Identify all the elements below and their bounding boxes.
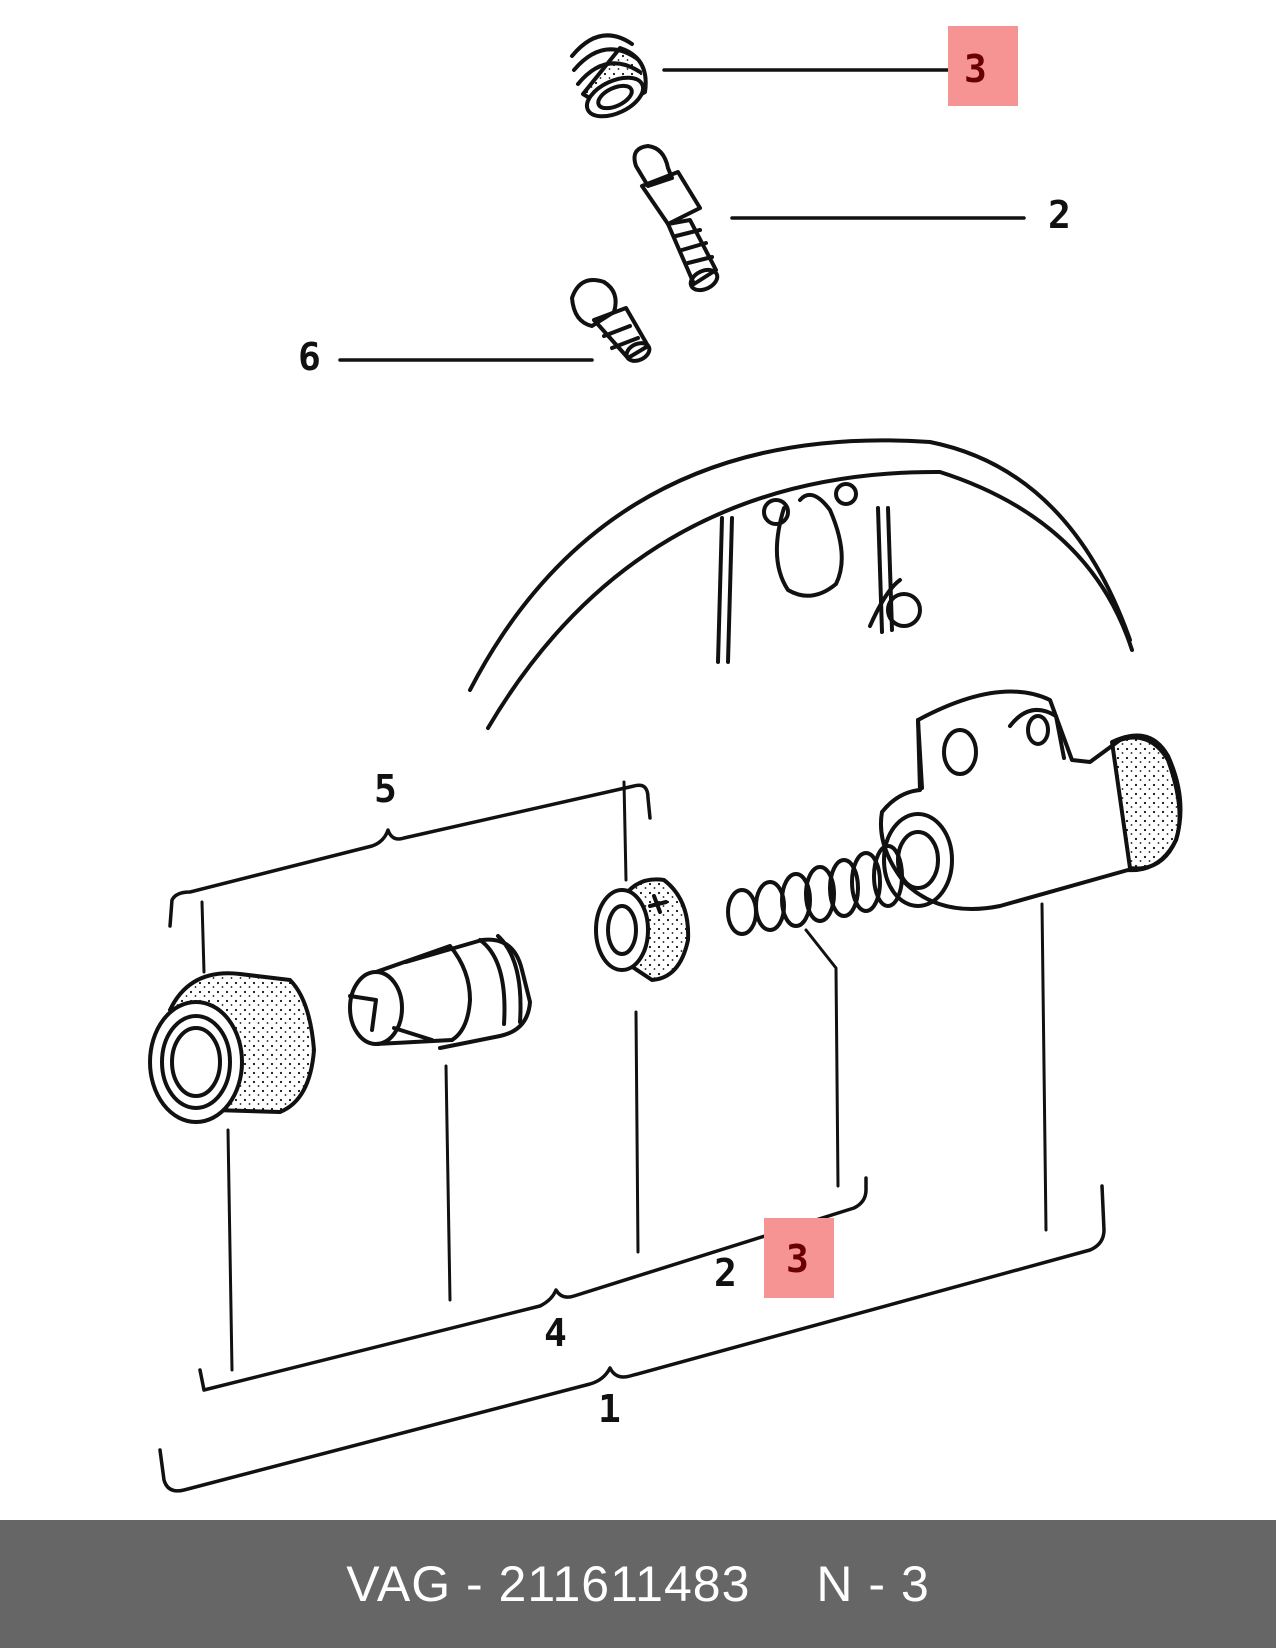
leader-lines-verticals: [200, 780, 1048, 1372]
screw-part: [570, 278, 652, 363]
highlight-box-bottom: [764, 1218, 834, 1298]
callout-piston-kit-group: 4: [544, 1311, 567, 1355]
dust-cap-part: [570, 33, 648, 119]
position-label: N - 3: [816, 1556, 930, 1612]
callout-repair-kit-group: 5: [374, 767, 397, 811]
callout-bleed-valve: 2: [1048, 193, 1071, 237]
brace-group-4: [198, 1176, 868, 1392]
spring-part: [726, 844, 904, 936]
cup-seal-part: [594, 877, 691, 982]
callout-top-seal: 3: [964, 47, 987, 91]
callout-cylinder-assembly: 1: [598, 1387, 621, 1431]
backing-plate: [468, 438, 1134, 730]
wheel-cylinder-housing: [879, 689, 1183, 911]
callout-spring: 2: [714, 1251, 737, 1295]
exploded-parts-diagram: 3 2 6 5 4 2 3 1: [148, 26, 1183, 1493]
callout-screw: 6: [298, 335, 321, 379]
boot-part: [148, 971, 316, 1124]
part-number-label: VAG - 211611483: [346, 1556, 751, 1612]
piston-part: [348, 934, 532, 1050]
part-number-footer: VAG - 211611483 N - 3: [0, 1520, 1276, 1648]
brace-group-1: [158, 1184, 1106, 1493]
brace-group-5: [168, 783, 652, 928]
highlight-box-top: [948, 26, 1018, 106]
callout-seal-bottom: 3: [786, 1237, 809, 1281]
bleeder-valve-part: [632, 144, 720, 293]
